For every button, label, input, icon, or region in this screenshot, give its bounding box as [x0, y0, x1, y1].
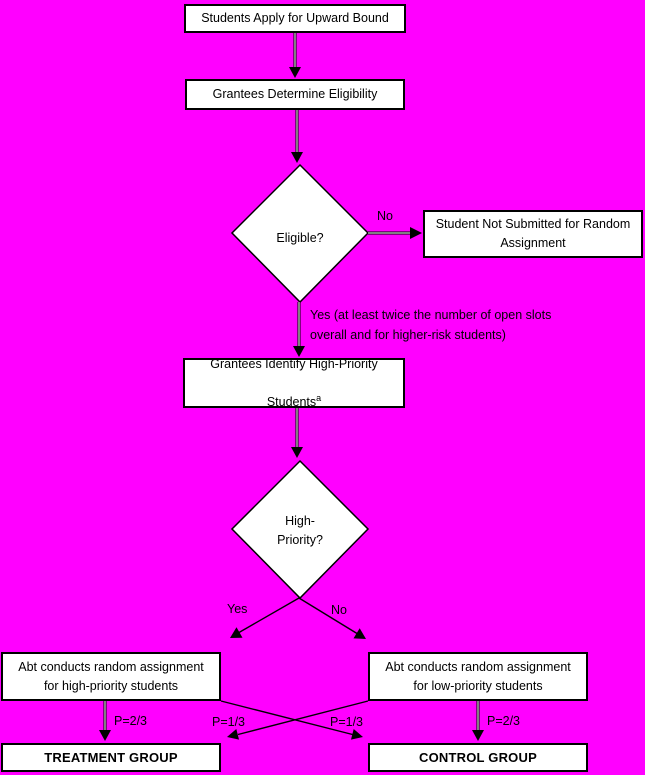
node-treatment-group: TREATMENT GROUP: [1, 743, 221, 772]
arrow-priority-yes: [238, 597, 300, 634]
node-students-apply: Students Apply for Upward Bound: [184, 4, 406, 33]
arrowhead-eligibility-to-eligible: [291, 152, 303, 163]
edge-label-p-low-to-control: P=2/3: [487, 714, 521, 728]
arrowhead-priority-no: [353, 628, 366, 639]
arrowhead-priority-yes: [230, 627, 243, 638]
node-grantees-identify-high-priority: Grantees Identify High-Priority Students…: [183, 357, 405, 409]
arrowhead-low-to-control: [472, 730, 484, 741]
arrowhead-low-to-treatment: [227, 729, 239, 740]
arrow-priority-no: [298, 597, 358, 635]
arrow-low-to-treatment: [237, 700, 369, 736]
node-abt-random-assignment-high: Abt conducts random assignment for high-…: [1, 652, 221, 701]
node-control-group: CONTROL GROUP: [368, 743, 588, 772]
arrowhead-yes-to-identify: [293, 346, 305, 357]
diamond-label-high-priority: High- Priority?: [277, 514, 323, 547]
arrowhead-high-to-treatment: [99, 730, 111, 741]
identify-line1: Grantees Identify High-Priority: [210, 356, 378, 371]
identify-text: Grantees Identify High-Priority Students…: [210, 336, 377, 431]
edge-label-priority-no: No: [331, 603, 347, 617]
arrowhead-high-to-control: [351, 729, 363, 740]
identify-line2: Studentsa: [266, 392, 322, 409]
node-abt-random-assignment-low: Abt conducts random assignment for low-p…: [368, 652, 588, 701]
node-grantees-determine-eligibility: Grantees Determine Eligibility: [185, 79, 405, 110]
edge-label-priority-yes: Yes: [227, 602, 248, 616]
edge-label-eligible-no: No: [377, 209, 393, 223]
arrow-high-to-control: [220, 700, 353, 736]
arrowhead-no-to-not-submitted: [410, 227, 422, 239]
edge-label-eligible-yes: Yes (at least twice the number of open s…: [310, 308, 552, 342]
diamond-label-eligible: Eligible?: [276, 231, 324, 245]
edge-label-p-low-to-treatment: P=1/3: [212, 715, 246, 729]
edge-label-p-high-to-treatment: P=2/3: [114, 714, 148, 728]
arrowhead-apply-to-eligibility: [289, 67, 301, 78]
arrowhead-identify-to-priority: [291, 447, 303, 458]
node-student-not-submitted: Student Not Submitted for Random Assignm…: [423, 210, 643, 258]
edge-label-p-high-to-control: P=1/3: [330, 715, 364, 729]
footnote-marker: a: [316, 392, 322, 403]
